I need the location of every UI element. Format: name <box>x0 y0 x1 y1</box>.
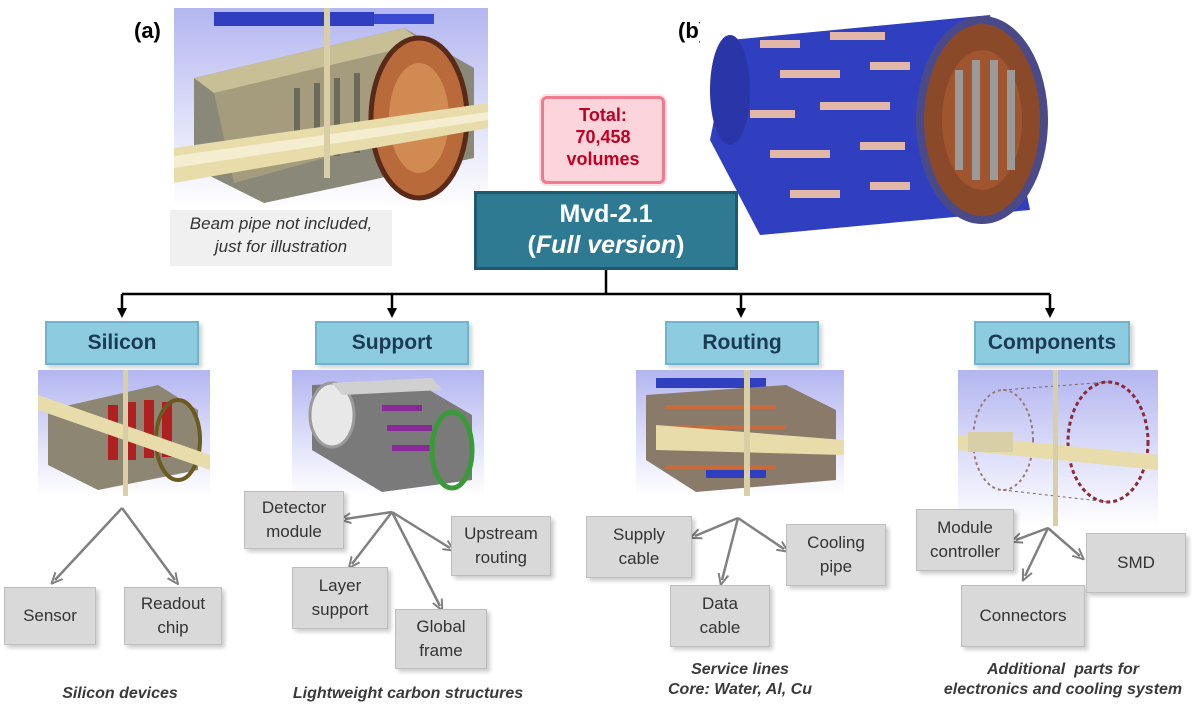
subitem-sensor-line1: Sensor <box>23 606 77 625</box>
subitem-global-line1: Global <box>416 617 466 636</box>
subitem-supply-line1: Supply <box>613 525 665 544</box>
caption-routing-line1: Service lines <box>691 661 789 678</box>
cutaway-render-image <box>174 8 488 208</box>
subitem-readout-chip: Readout chip <box>124 587 222 645</box>
total-volumes-box: Total: 70,458 volumes <box>541 96 665 184</box>
subitem-smd-line1: SMD <box>1117 553 1155 572</box>
root-connectors <box>117 270 1055 318</box>
subitem-data-line1: Data <box>702 594 738 613</box>
total-count: 70,458 <box>575 127 631 147</box>
subitem-global-frame: Global frame <box>395 609 487 669</box>
caption-support: Lightweight carbon structures <box>262 684 554 704</box>
subitem-sensor: Sensor <box>4 587 96 645</box>
caption-components-line2: electronics and cooling system <box>943 681 1183 698</box>
root-paren-open: ( <box>527 231 536 259</box>
category-support: Support <box>315 321 469 365</box>
beam-note-line2: just for illustration <box>214 237 348 256</box>
subitem-cooling-line1: Cooling <box>807 533 865 552</box>
subitem-readout-line2: chip <box>157 618 189 637</box>
caption-components-line1: Additional parts for <box>987 661 1139 678</box>
subitem-layer-line2: support <box>311 600 369 619</box>
subitem-supply-line2: cable <box>618 549 660 568</box>
subitem-layer-line1: Layer <box>318 576 362 595</box>
total-line1: Total: <box>579 105 627 125</box>
subitem-data-line2: cable <box>699 618 741 637</box>
subitem-upstream-routing: Upstream routing <box>451 516 551 576</box>
caption-routing-line2: Core: Water, Al, Cu <box>667 681 813 698</box>
caption-components: Additional parts for electronics and coo… <box>930 660 1196 700</box>
full-barrel-render-image <box>700 10 1078 238</box>
subitem-connectors: Connectors <box>961 585 1085 647</box>
beam-note-line1: Beam pipe not included, <box>189 214 373 233</box>
subitem-upstream-line1: Upstream <box>464 524 538 543</box>
root-subtitle: (Full version) <box>477 230 735 260</box>
routing-render-image <box>636 370 844 496</box>
subitem-detector-line2: module <box>266 522 322 541</box>
root-version: Full version <box>535 231 677 259</box>
subitem-global-line2: frame <box>419 641 463 660</box>
subitem-module-line1: Module <box>937 518 993 537</box>
caption-silicon: Silicon devices <box>10 684 230 704</box>
subitem-module-controller: Module controller <box>916 509 1014 571</box>
root-title: Mvd-2.1 <box>559 200 653 228</box>
subitem-detector-line1: Detector <box>261 498 327 517</box>
caption-support-line1: Lightweight carbon structures <box>292 685 524 702</box>
root-paren-close: ) <box>676 231 685 259</box>
total-line3: volumes <box>566 149 640 169</box>
subitem-cooling-line2: pipe <box>819 557 853 576</box>
components-render-image <box>958 370 1158 526</box>
root-node-mvd: Mvd-2.1 (Full version) <box>474 191 738 270</box>
panel-label-a: (a) <box>134 18 161 43</box>
subitem-module-line2: controller <box>930 542 1000 561</box>
support-render-image <box>292 370 484 496</box>
subitem-readout-line1: Readout <box>140 594 206 613</box>
subitem-data-cable: Data cable <box>670 585 770 647</box>
subitem-smd: SMD <box>1086 533 1186 593</box>
category-components: Components <box>974 321 1130 365</box>
subitem-cooling-pipe: Cooling pipe <box>786 524 886 586</box>
subitem-layer-support: Layer support <box>292 567 388 629</box>
category-silicon: Silicon <box>45 321 199 365</box>
subitem-upstream-line2: routing <box>475 548 527 567</box>
beam-pipe-note: Beam pipe not included, just for illustr… <box>170 210 392 266</box>
caption-routing: Service lines Core: Water, Al, Cu <box>630 660 850 700</box>
subitem-supply-cable: Supply cable <box>586 516 692 578</box>
silicon-render-image <box>38 370 210 496</box>
subitem-detector-module: Detector module <box>244 491 344 549</box>
caption-silicon-line1: Silicon devices <box>62 685 178 702</box>
category-routing: Routing <box>665 321 819 365</box>
subitem-connectors-line1: Connectors <box>979 606 1067 625</box>
